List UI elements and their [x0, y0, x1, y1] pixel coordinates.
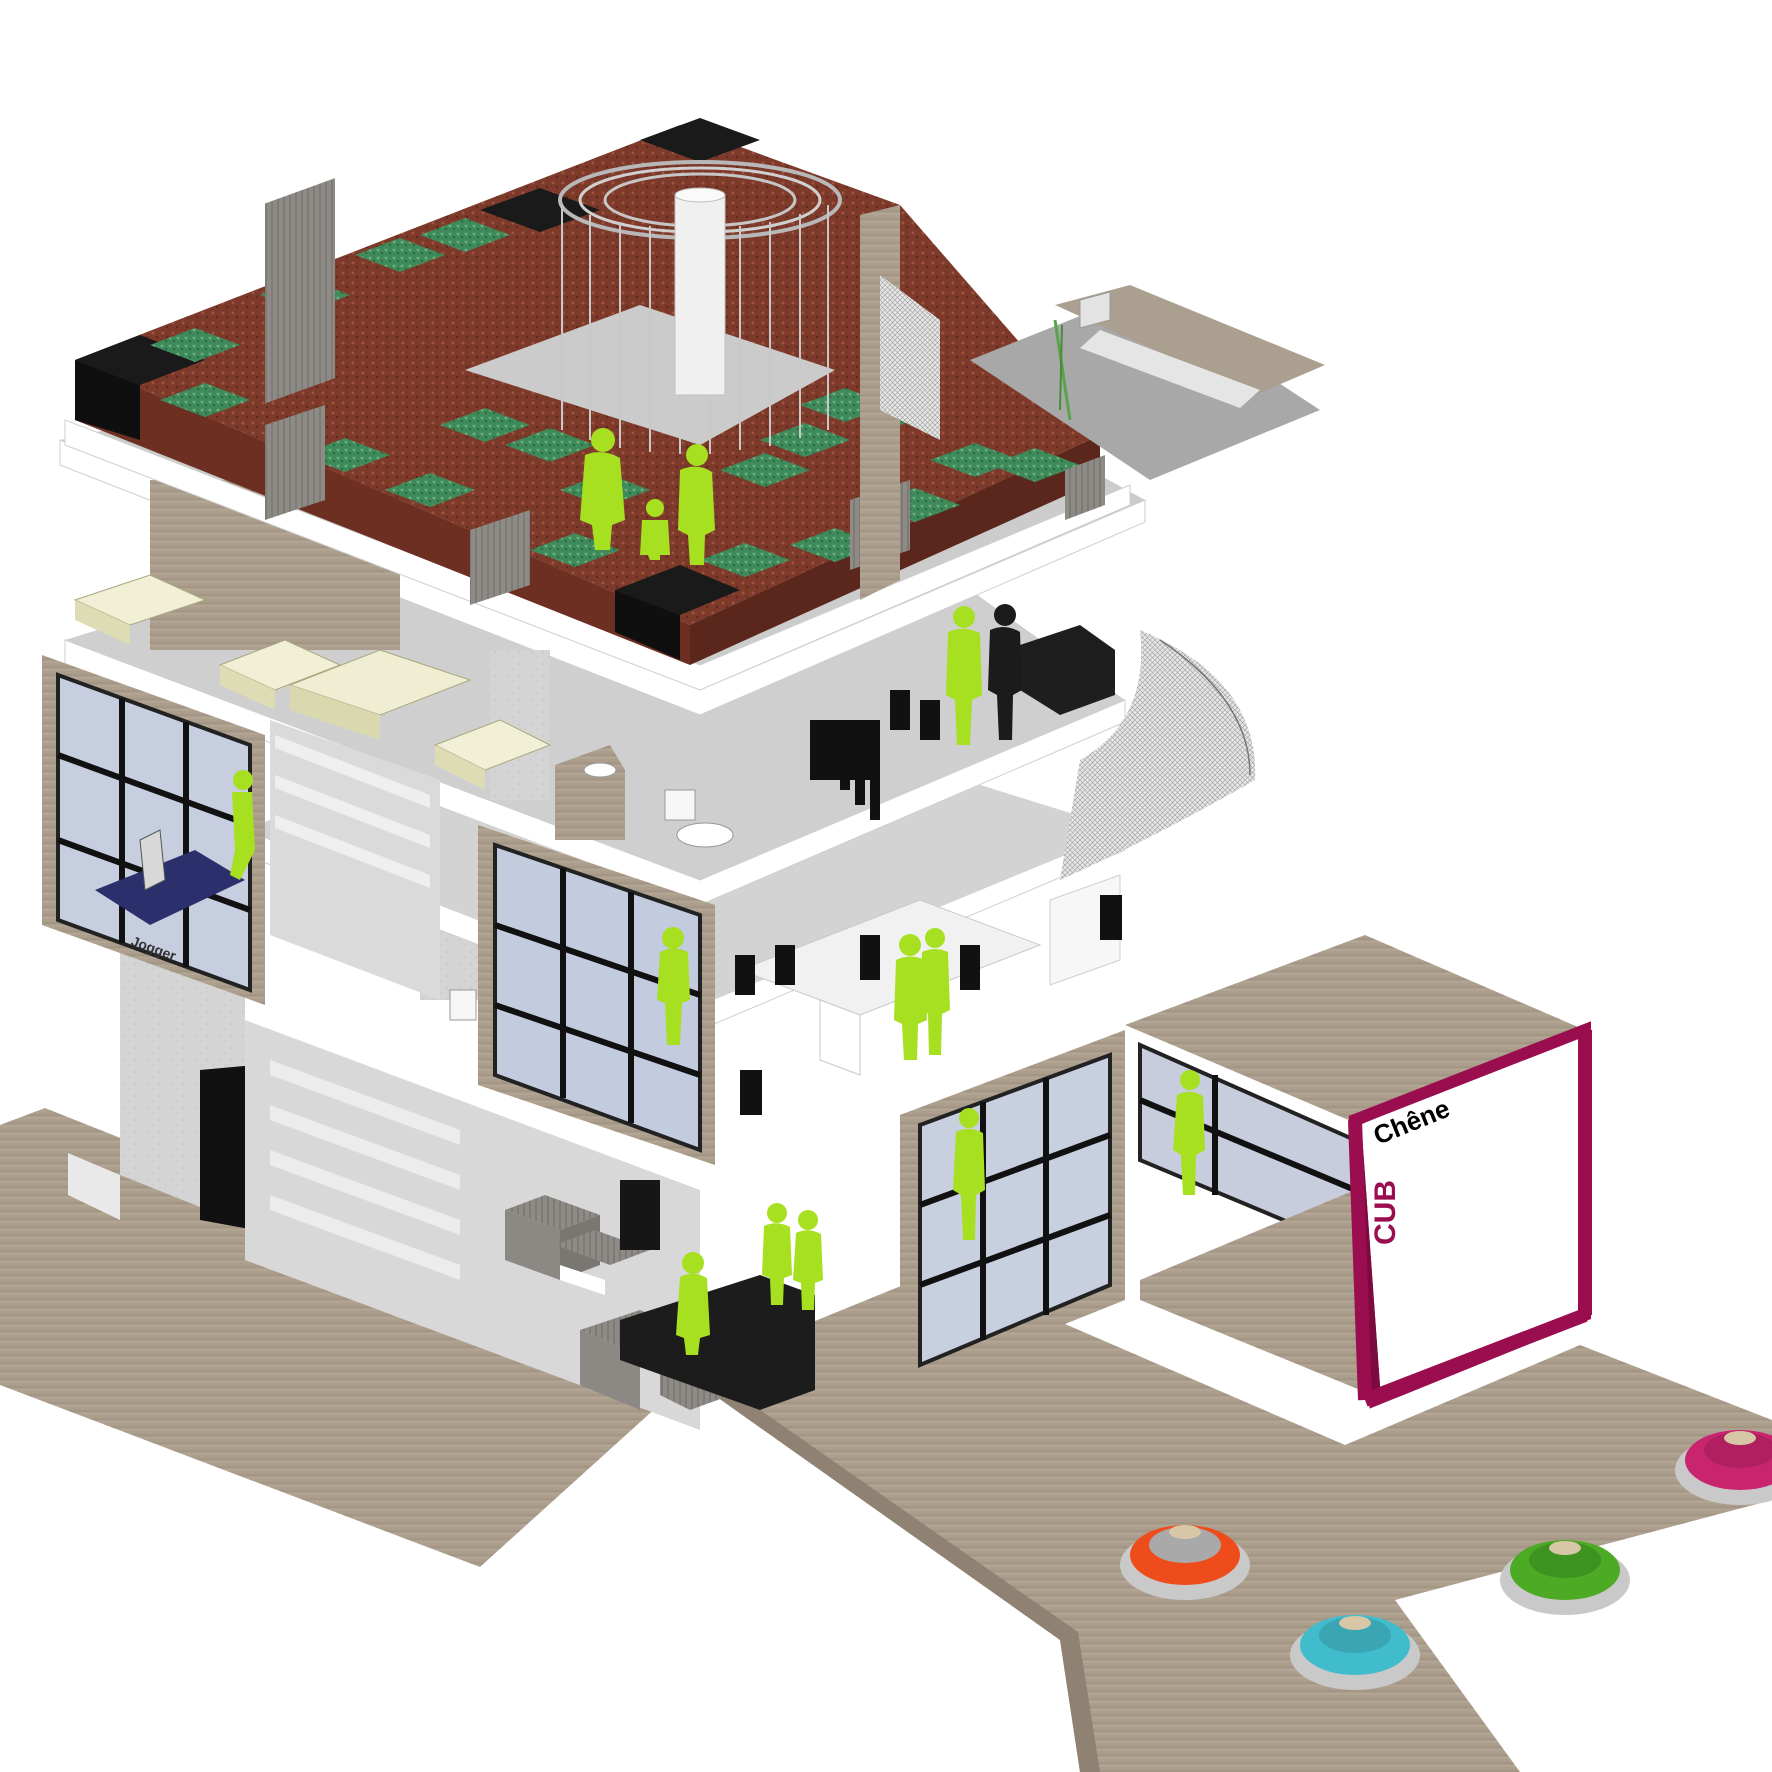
dining-table-set	[810, 720, 880, 820]
magenta-sign-frame: Chêne CUB	[1348, 1021, 1592, 1409]
round-seat-icon	[1120, 1525, 1250, 1600]
person-silhouette-icon	[988, 604, 1022, 740]
person-silhouette-icon	[762, 1203, 792, 1305]
person-silhouette-icon	[946, 606, 982, 745]
chair	[920, 700, 940, 740]
bedroom-beds	[73, 574, 552, 790]
window-frame-middle	[478, 825, 715, 1165]
person-silhouette-icon	[678, 444, 715, 565]
office-desks	[600, 874, 1122, 1115]
chair	[890, 690, 910, 730]
person-silhouette-icon	[793, 1210, 823, 1310]
person-silhouette-icon	[580, 428, 625, 550]
bathroom-fixtures	[449, 745, 734, 1021]
terrace-deck	[1055, 285, 1325, 395]
bed	[218, 639, 342, 710]
toilet	[449, 989, 477, 1021]
treadmill: Jogger	[95, 829, 245, 964]
corner-block	[640, 118, 760, 162]
round-seat-icon	[1290, 1615, 1420, 1690]
sofa	[1020, 625, 1115, 715]
round-seat-icon	[1500, 1540, 1630, 1615]
sign-mark: CUB	[1369, 1180, 1402, 1245]
ground-walkway	[0, 1108, 1772, 1772]
window-frame-left: Jogger	[42, 655, 265, 1005]
terrace-plant	[1053, 319, 1072, 421]
person-silhouette-icon	[676, 1252, 710, 1355]
ground-floor-furniture	[505, 1180, 815, 1410]
person-silhouette-icon	[640, 499, 670, 560]
round-seats	[1120, 1430, 1772, 1690]
person-silhouette-icon	[657, 927, 690, 1045]
person-silhouette-icon	[894, 934, 927, 1060]
spiral-mesh-stair	[1060, 630, 1256, 880]
bed	[433, 719, 552, 790]
bed	[73, 574, 207, 645]
stair-treads-mid	[275, 735, 430, 888]
person-silhouette-icon	[1173, 1070, 1205, 1195]
central-column	[674, 194, 726, 396]
corner-block	[615, 565, 740, 615]
round-seat-icon	[1675, 1430, 1772, 1505]
person-silhouette-icon	[953, 1108, 985, 1240]
doorway	[200, 1065, 255, 1230]
people-figures	[230, 428, 1205, 1355]
double-bed	[288, 649, 472, 740]
person-silhouette-icon	[230, 770, 255, 880]
toilet	[676, 822, 734, 848]
roof-terrace	[860, 205, 1325, 600]
reception-counter	[620, 1275, 815, 1410]
living-room	[810, 625, 1115, 820]
stair-treads	[270, 1060, 460, 1280]
skylight-rotunda	[558, 160, 842, 454]
person-silhouette-icon	[920, 928, 950, 1055]
